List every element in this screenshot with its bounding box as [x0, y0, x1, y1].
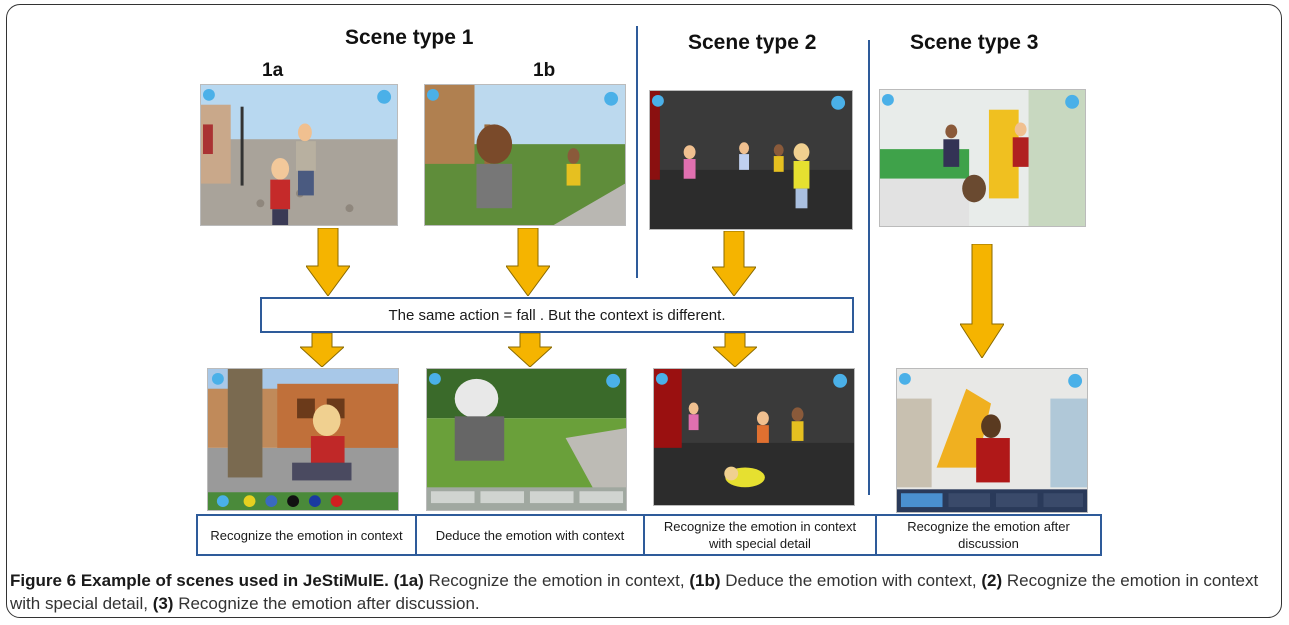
- caption-tag-3: (3): [152, 594, 174, 613]
- scene-2-result-screenshot: [653, 368, 855, 506]
- subscene-1b-label: 1b: [533, 60, 556, 81]
- caption-tag-1b: (1b): [689, 571, 721, 590]
- scene-type-3-heading: Scene type 3: [910, 31, 1039, 54]
- down-arrow-icon: [712, 231, 756, 296]
- scene-3-screenshot: [879, 89, 1086, 227]
- same-action-text: The same action = fall . But the context…: [388, 306, 726, 324]
- down-arrow-icon: [306, 228, 350, 296]
- caption-text-1a: Recognize the emotion in context,: [423, 571, 690, 590]
- figure-caption: Figure 6 Example of scenes used in JeSti…: [10, 569, 1280, 615]
- same-action-box: The same action = fall . But the context…: [260, 297, 854, 333]
- task-label-3: Recognize the emotion after discussion: [907, 519, 1070, 551]
- task-labels-row: Recognize the emotion in context Deduce …: [196, 514, 1102, 556]
- task-label-2: Recognize the emotion in context with sp…: [645, 516, 877, 554]
- scene-3-result-screenshot: [896, 368, 1088, 513]
- down-arrow-icon: [508, 333, 552, 367]
- scene-1a-screenshot: [200, 84, 398, 226]
- divider-scene2-scene3: [868, 40, 870, 495]
- caption-tag-1a: (1a): [393, 571, 424, 590]
- task-label-1a: Recognize the emotion in context: [198, 516, 417, 554]
- scene-type-1-heading: Scene type 1: [345, 26, 474, 49]
- scene-1b-screenshot: [424, 84, 626, 226]
- down-arrow-icon: [506, 228, 550, 296]
- down-arrow-icon: [300, 333, 344, 367]
- figure-caption-label: Figure 6 Example of scenes used in JeSti…: [10, 571, 389, 590]
- scene-1b-result-screenshot: [426, 368, 627, 511]
- subscene-1a-label: 1a: [262, 60, 284, 81]
- scene-2-screenshot: [649, 90, 853, 230]
- figure-frame: [6, 4, 1282, 618]
- down-arrow-icon: [713, 333, 757, 367]
- caption-text-3: Recognize the emotion after discussion.: [173, 594, 480, 613]
- down-arrow-icon: [960, 244, 1004, 358]
- scene-type-2-heading: Scene type 2: [688, 31, 817, 54]
- caption-text-1b: Deduce the emotion with context,: [720, 571, 982, 590]
- caption-tag-2: (2): [981, 571, 1003, 590]
- divider-scene1-scene2: [636, 26, 638, 278]
- task-label-1b: Deduce the emotion with context: [417, 516, 645, 554]
- scene-1a-result-screenshot: [207, 368, 399, 511]
- caption-text-2: Recognize the emotion in context with sp…: [10, 571, 1259, 613]
